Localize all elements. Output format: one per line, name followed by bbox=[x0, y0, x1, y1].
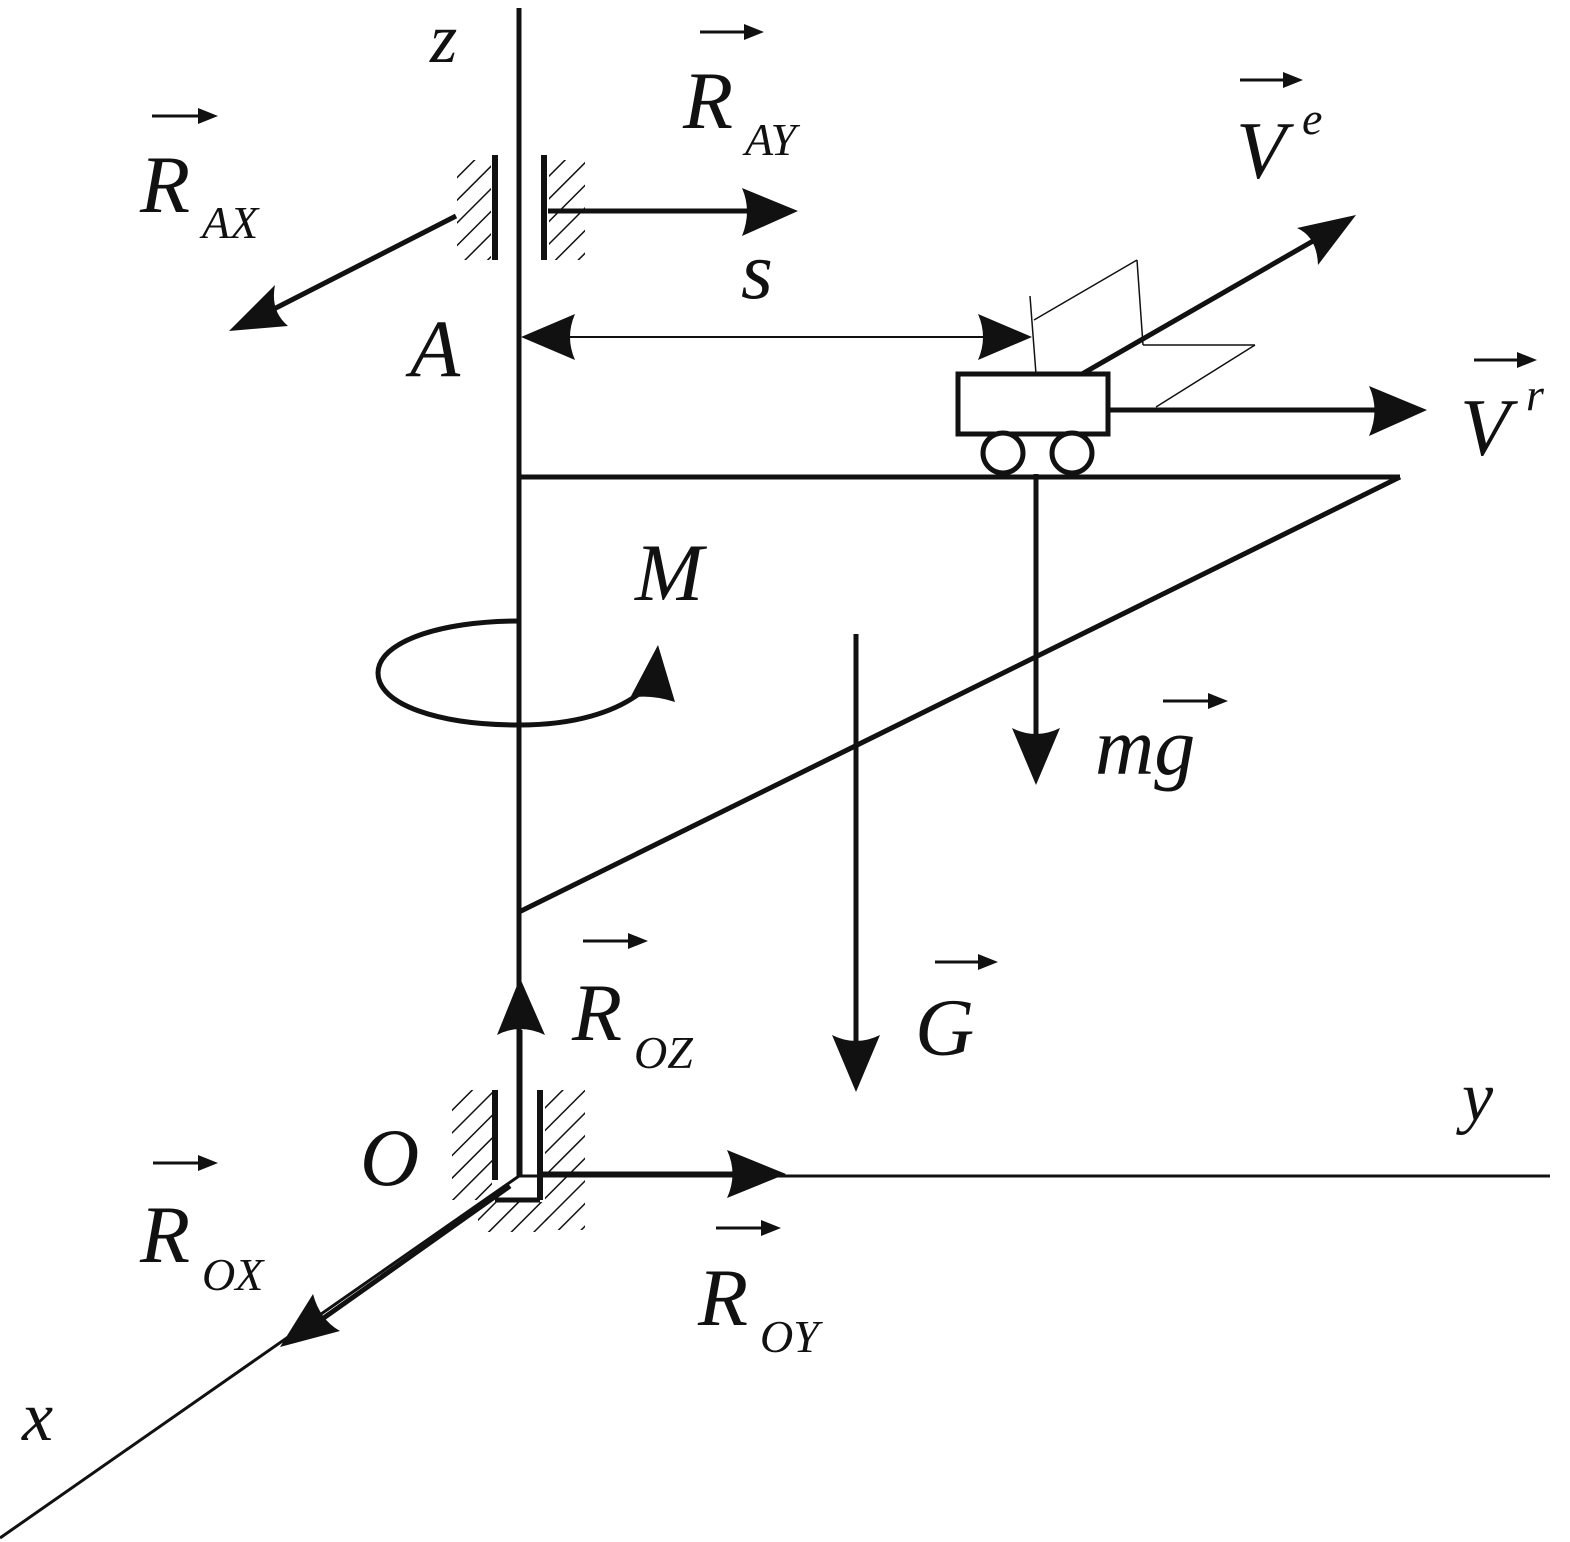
label-ve-sup: e bbox=[1302, 93, 1322, 144]
arrow-g bbox=[832, 634, 880, 1092]
vec-bar-mg bbox=[1163, 693, 1228, 709]
label-z-axis: z bbox=[429, 1, 457, 78]
x-axis bbox=[0, 1174, 520, 1540]
cart-wheel-left bbox=[980, 430, 1026, 476]
vec-bar-r-oy bbox=[716, 1220, 781, 1236]
vec-bar-r-ax bbox=[152, 108, 218, 124]
vec-bar-r-oz bbox=[583, 933, 648, 949]
label-point-a: A bbox=[405, 303, 461, 394]
label-r-oz-sub: OZ bbox=[634, 1027, 693, 1078]
vec-bar-r-ox bbox=[153, 1155, 218, 1171]
label-r-ax-main: R bbox=[139, 139, 190, 230]
arrow-ve bbox=[1080, 215, 1356, 377]
arrow-vr bbox=[1108, 386, 1427, 436]
arrow-r-oz bbox=[497, 978, 545, 1176]
label-g: G bbox=[915, 982, 974, 1073]
label-vr-main: V bbox=[1460, 382, 1518, 473]
label-distance-s: s bbox=[741, 225, 773, 316]
triangular-plate bbox=[517, 474, 1402, 915]
hatch-o-left bbox=[452, 1090, 492, 1200]
arrow-r-oy bbox=[540, 1150, 786, 1198]
label-r-ox-main: R bbox=[139, 1189, 190, 1280]
arrow-mg bbox=[1012, 474, 1060, 785]
label-r-ay-sub: AY bbox=[742, 114, 801, 165]
label-r-ox-sub: OX bbox=[202, 1249, 265, 1300]
hatch-o-bottom bbox=[478, 1202, 548, 1232]
label-r-oy-main: R bbox=[697, 1252, 748, 1343]
bearing-o bbox=[452, 1090, 585, 1232]
label-x-axis: x bbox=[21, 1379, 53, 1456]
label-moment-m: M bbox=[634, 527, 708, 618]
label-vr-sup: r bbox=[1526, 369, 1545, 420]
hatch-a-left bbox=[457, 160, 491, 260]
distance-s-dimension bbox=[521, 314, 1032, 360]
label-r-oy-sub: OY bbox=[760, 1311, 823, 1362]
vector-arrows-over-labels bbox=[152, 24, 1537, 1236]
vec-bar-r-ay bbox=[700, 24, 764, 40]
label-ve-main: V bbox=[1236, 105, 1294, 196]
label-point-o: O bbox=[360, 1112, 419, 1203]
vec-bar-g bbox=[935, 954, 998, 970]
label-mg: mg bbox=[1095, 701, 1195, 792]
arrow-r-ox bbox=[280, 1183, 512, 1347]
label-y-axis: y bbox=[1456, 1059, 1494, 1136]
vec-bar-vr bbox=[1474, 352, 1537, 368]
cart bbox=[955, 259, 1256, 476]
label-r-oz-main: R bbox=[571, 967, 622, 1058]
vec-bar-ve bbox=[1240, 72, 1303, 88]
moment-m-symbol bbox=[375, 618, 675, 728]
label-r-ay-main: R bbox=[682, 55, 733, 146]
cart-body bbox=[955, 371, 1111, 437]
hatch-o-right bbox=[545, 1090, 585, 1230]
cart-wheel-right bbox=[1049, 430, 1095, 476]
label-r-ax-sub: AX bbox=[199, 197, 260, 248]
arrow-r-ax bbox=[229, 213, 458, 331]
arrow-r-ay bbox=[548, 188, 798, 236]
